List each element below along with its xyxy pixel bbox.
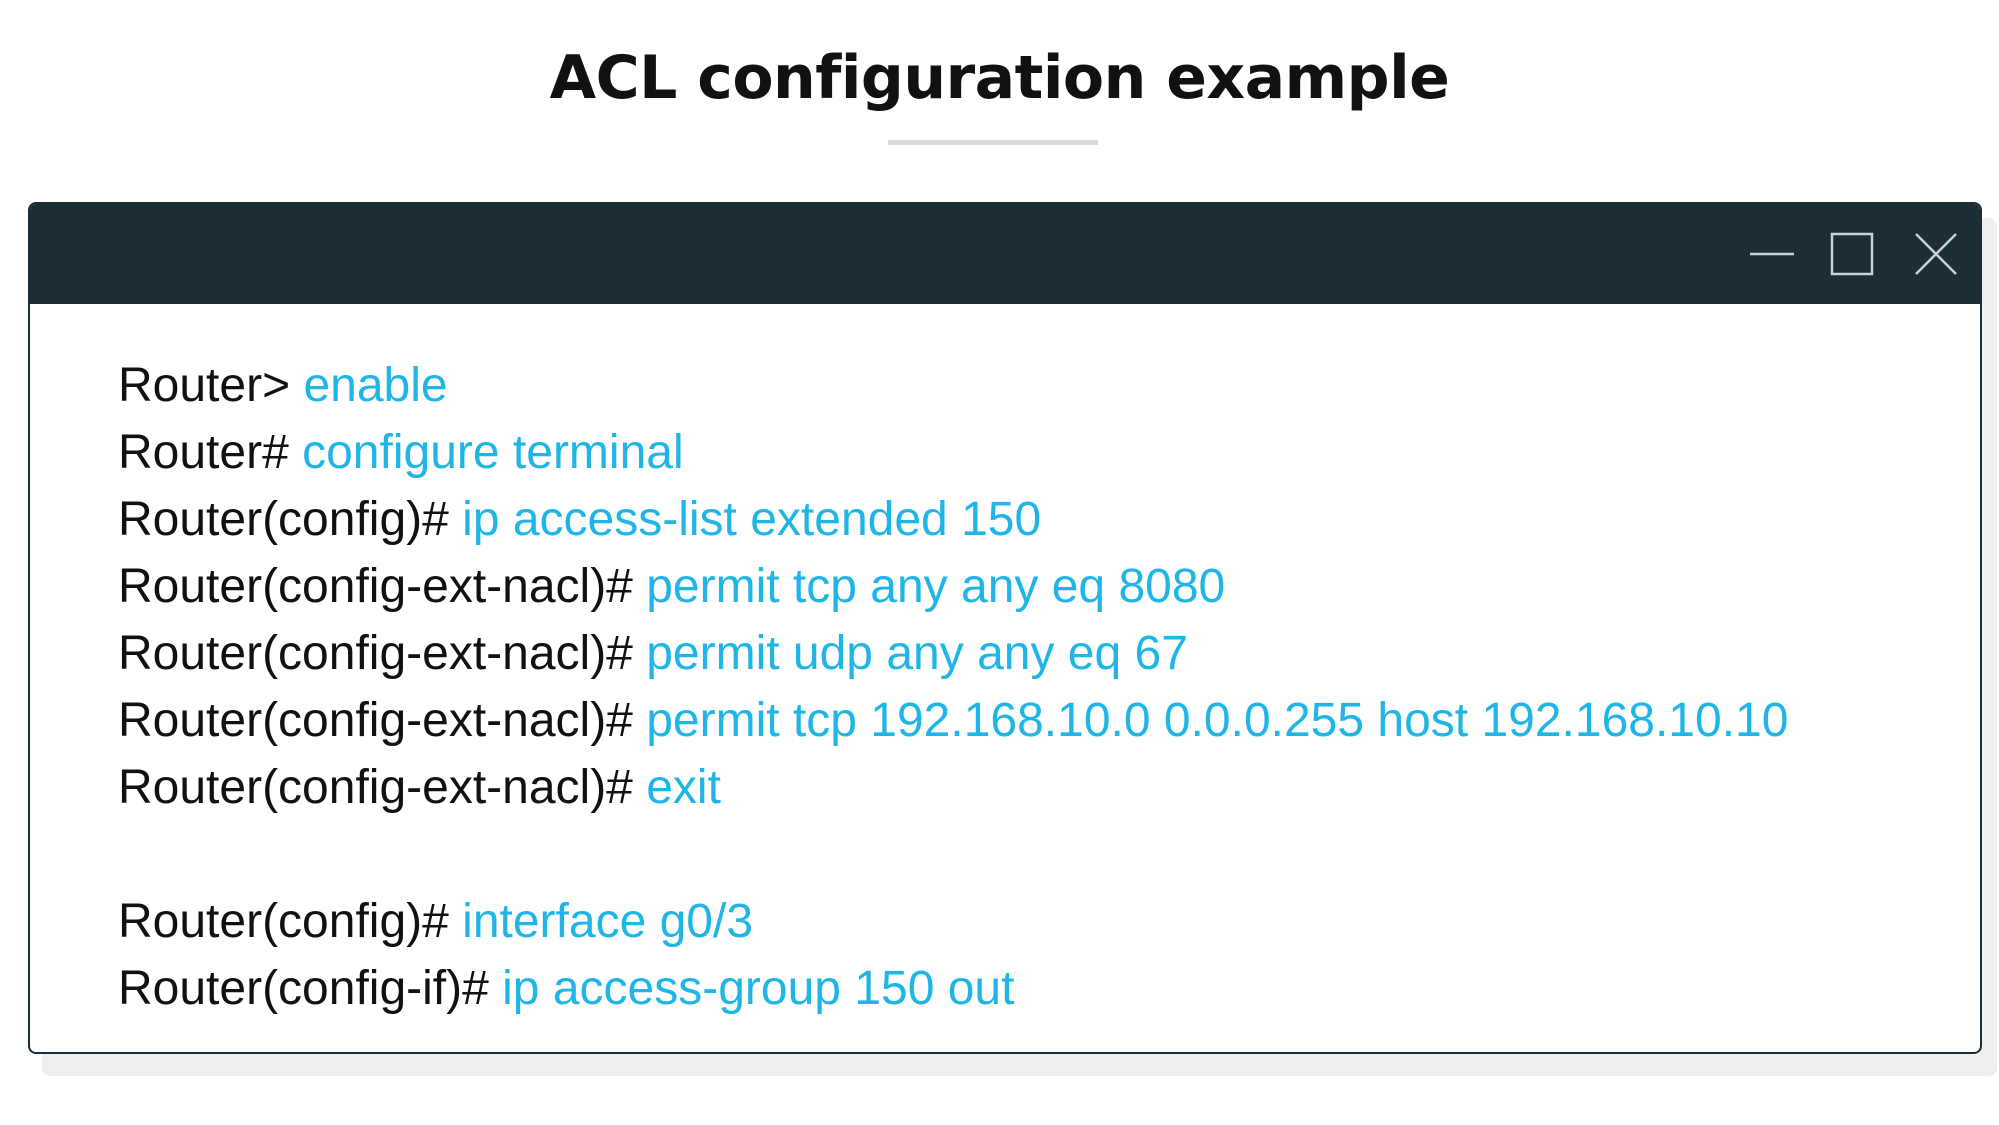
maximize-icon: [1830, 232, 1874, 276]
line-prompt: Router(config-ext-nacl)#: [118, 560, 647, 613]
page-title: ACL configuration example: [549, 43, 1450, 113]
terminal-line: Router(config-if)# ip access-group 150 o…: [118, 955, 1940, 1022]
terminal-line: Router(config-ext-nacl)# permit udp any …: [118, 620, 1940, 687]
line-prompt: Router(config-ext-nacl)#: [118, 694, 647, 747]
terminal-line: Router(config-ext-nacl)# permit tcp 192.…: [118, 687, 1940, 754]
line-prompt: Router(config)#: [118, 493, 463, 546]
line-prompt: Router>: [118, 359, 304, 412]
line-prompt: Router(config-ext-nacl)#: [118, 761, 647, 814]
line-command: permit tcp 192.168.10.0 0.0.0.255 host 1…: [646, 694, 1789, 747]
minimize-icon: [1750, 252, 1794, 256]
blank-line: [118, 821, 1940, 888]
terminal-line: Router> enable: [118, 352, 1940, 419]
window-title-bar[interactable]: [30, 204, 1980, 304]
terminal-body[interactable]: Router> enable Router# configure termina…: [118, 352, 1940, 1022]
line-command: permit tcp any any eq 8080: [646, 560, 1226, 613]
terminal-line: Router(config)# ip access-list extended …: [118, 486, 1940, 553]
line-prompt: Router(config-ext-nacl)#: [118, 627, 647, 680]
line-command: ip access-list extended 150: [462, 493, 1042, 546]
terminal-line: Router(config)# interface g0/3: [118, 888, 1940, 955]
terminal-line: Router# configure terminal: [118, 419, 1940, 486]
terminal-window: Router> enable Router# configure termina…: [28, 202, 1982, 1054]
line-command: enable: [303, 359, 448, 412]
close-icon: [1915, 233, 1957, 275]
line-command: configure terminal: [302, 426, 684, 479]
line-command: exit: [646, 761, 721, 814]
close-button[interactable]: [1908, 226, 1964, 282]
line-command: ip access-group 150 out: [502, 962, 1015, 1015]
minimize-button[interactable]: [1744, 226, 1800, 282]
line-prompt: Router#: [118, 426, 303, 479]
title-underline: [888, 140, 1098, 145]
maximize-button[interactable]: [1824, 226, 1880, 282]
line-prompt: Router(config-if)#: [118, 962, 503, 1015]
terminal-line: Router(config-ext-nacl)# permit tcp any …: [118, 553, 1940, 620]
line-prompt: Router(config)#: [118, 895, 463, 948]
terminal-line: Router(config-ext-nacl)# exit: [118, 754, 1940, 821]
line-command: interface g0/3: [462, 895, 754, 948]
line-command: permit udp any any eq 67: [646, 627, 1188, 680]
